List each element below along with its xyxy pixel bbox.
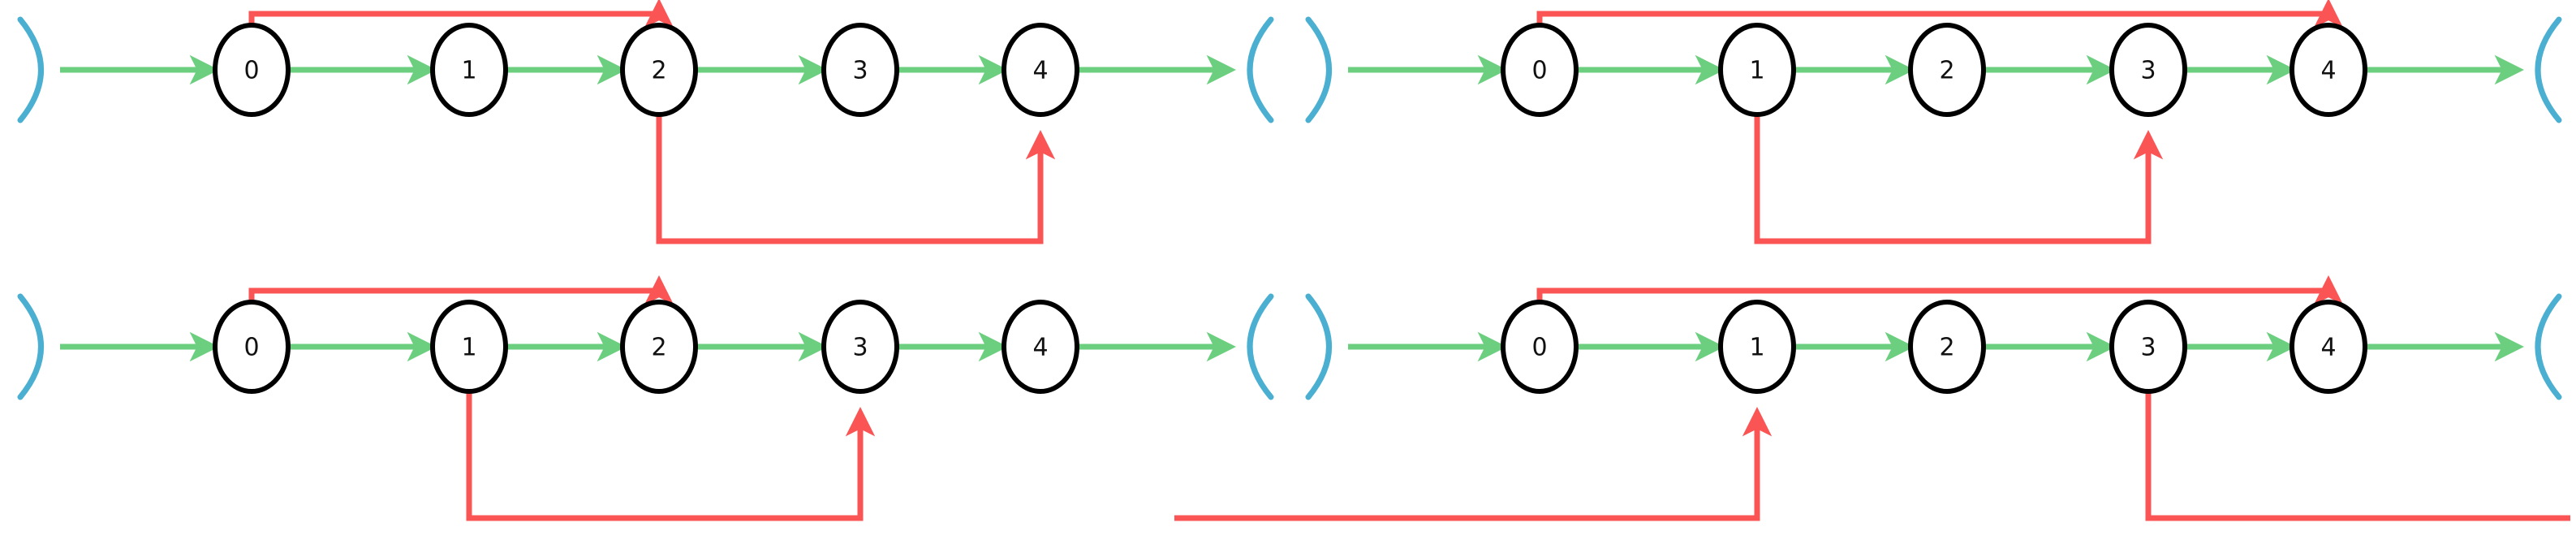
state-node-0[interactable]: 0 — [213, 300, 291, 394]
skip-edge-2-to-4 — [656, 114, 1056, 244]
state-node-1[interactable]: 1 — [1718, 300, 1796, 394]
right-sequence-bracket — [2535, 293, 2562, 400]
state-node-label: 2 — [1939, 334, 1954, 362]
state-node-2[interactable]: 2 — [620, 23, 698, 117]
state-node-0[interactable]: 0 — [213, 23, 291, 117]
state-node-label: 3 — [852, 57, 868, 85]
left-sequence-bracket — [1305, 16, 1332, 123]
state-node-label: 2 — [1939, 57, 1954, 85]
skip-edge-0-to-2 — [248, 0, 674, 28]
state-node-label: 3 — [852, 334, 868, 362]
state-node-label: 2 — [651, 334, 666, 362]
state-node-4[interactable]: 4 — [2290, 300, 2367, 394]
state-node-label: 0 — [1531, 57, 1547, 85]
left-sequence-bracket — [1305, 293, 1332, 400]
panel-bottom-left: 0 1 2 3 4 — [0, 274, 1288, 553]
state-node-1[interactable]: 1 — [1718, 23, 1796, 117]
state-node-0[interactable]: 0 — [1501, 300, 1579, 394]
state-node-4[interactable]: 4 — [1002, 300, 1079, 394]
left-sequence-bracket — [17, 293, 44, 400]
state-node-label: 3 — [2140, 334, 2156, 362]
state-node-1[interactable]: 1 — [430, 300, 508, 394]
state-node-4[interactable]: 4 — [1002, 23, 1079, 117]
skip-edge-3-to-1 — [1174, 391, 2570, 521]
state-node-label: 4 — [2320, 57, 2336, 85]
state-node-2[interactable]: 2 — [1908, 300, 1986, 394]
panel-bottom-right: 0 1 2 3 4 — [1174, 274, 2576, 553]
skip-edge-1-to-3 — [466, 391, 876, 521]
right-sequence-bracket — [1247, 293, 1274, 400]
state-node-label: 1 — [461, 57, 476, 85]
skip-edge-0-to-2 — [248, 274, 674, 305]
state-node-3[interactable]: 3 — [821, 300, 899, 394]
state-node-label: 0 — [243, 334, 259, 362]
right-sequence-bracket — [1247, 16, 1274, 123]
state-node-2[interactable]: 2 — [1908, 23, 1986, 117]
state-node-3[interactable]: 3 — [821, 23, 899, 117]
state-node-label: 4 — [1032, 334, 1048, 362]
state-node-1[interactable]: 1 — [430, 23, 508, 117]
state-node-label: 1 — [461, 334, 476, 362]
state-node-0[interactable]: 0 — [1501, 23, 1579, 117]
state-node-label: 4 — [2320, 334, 2336, 362]
state-node-label: 1 — [1749, 334, 1764, 362]
skip-edge-1-to-3 — [1754, 114, 2164, 244]
state-node-label: 1 — [1749, 57, 1764, 85]
panel-top-right: 0 1 2 3 4 — [1288, 0, 2576, 276]
state-node-label: 2 — [651, 57, 666, 85]
panel-top-left: 0 1 2 3 4 — [0, 0, 1288, 276]
right-sequence-bracket — [2535, 16, 2562, 123]
state-node-4[interactable]: 4 — [2290, 23, 2367, 117]
state-node-3[interactable]: 3 — [2109, 300, 2187, 394]
skip-edge-0-to-4 — [1536, 274, 2344, 305]
state-node-label: 0 — [1531, 334, 1547, 362]
state-node-3[interactable]: 3 — [2109, 23, 2187, 117]
state-node-label: 3 — [2140, 57, 2156, 85]
state-node-label: 0 — [243, 57, 259, 85]
left-sequence-bracket — [17, 16, 44, 123]
state-node-label: 4 — [1032, 57, 1048, 85]
skip-edge-0-to-4 — [1536, 0, 2344, 28]
state-node-2[interactable]: 2 — [620, 300, 698, 394]
